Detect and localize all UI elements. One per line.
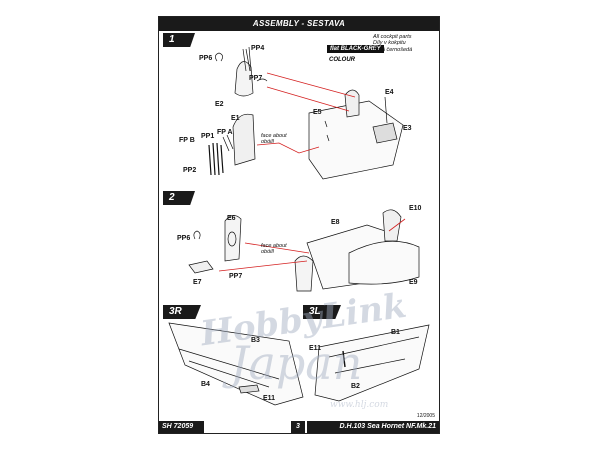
note-face-about-2-cz: obóill xyxy=(261,249,274,256)
step-2-banner: 2 xyxy=(163,191,195,205)
fp-a xyxy=(222,134,234,152)
footer-title: D.H.103 Sea Hornet NF.Mk.21 xyxy=(307,421,439,433)
label-b2: B2 xyxy=(351,383,360,390)
step-3l-label: 3L xyxy=(309,306,321,317)
seat-e2 xyxy=(234,61,254,97)
header-title: ASSEMBLY - SESTAVA xyxy=(159,17,439,31)
instruction-sheet: ASSEMBLY - SESTAVA 1 2 3R 3L xyxy=(158,16,440,434)
label-pp4: PP4 xyxy=(251,45,265,52)
frame-e1 xyxy=(232,113,256,166)
label-pp6-2: PP6 xyxy=(177,235,191,242)
note-face-about-2: face about obóill xyxy=(261,243,287,256)
stick xyxy=(384,96,388,124)
leader-2 xyxy=(266,86,350,112)
seat-e4 xyxy=(344,89,360,118)
label-e4: E4 xyxy=(385,89,394,96)
note-face-about-2-en: face about xyxy=(261,243,287,249)
colour-word: COLOUR xyxy=(329,57,355,63)
note-cockpit-cz2: šedá černošedá xyxy=(373,46,413,53)
e5-pin xyxy=(324,120,330,142)
leader-5 xyxy=(218,260,308,272)
label-pp6-1: PP6 xyxy=(199,55,213,62)
note-face-about-1-cz: obóill xyxy=(261,139,274,146)
leader-1 xyxy=(266,72,356,98)
label-b3: B3 xyxy=(251,337,260,344)
leader-6 xyxy=(388,218,406,232)
label-e11-b: E11 xyxy=(309,345,322,352)
label-e11-a: E11 xyxy=(263,395,276,402)
step-3r-label: 3R xyxy=(169,306,182,317)
label-e2: E2 xyxy=(215,101,224,108)
strap-pp2 xyxy=(208,142,224,176)
e6-hole xyxy=(227,231,237,247)
step-2-label: 2 xyxy=(169,192,175,203)
label-pp7-2: PP7 xyxy=(229,273,243,280)
label-e7: E7 xyxy=(193,279,202,286)
footer-date: 12/2005 xyxy=(416,413,435,420)
label-pp7-1: PP7 xyxy=(249,75,263,82)
step-3l-banner: 3L xyxy=(303,305,341,319)
step-1-banner: 1 xyxy=(163,33,195,47)
label-pp2: PP2 xyxy=(183,167,197,174)
note-face-about-1-en: face about xyxy=(261,133,287,139)
note-cockpit-cz1: Díly v kokpitu xyxy=(373,40,406,47)
label-e5: E5 xyxy=(313,109,322,116)
wing-3l xyxy=(314,324,430,402)
panel-e6b xyxy=(294,255,314,292)
pp6-strap-2 xyxy=(193,230,201,240)
step-3r-banner: 3R xyxy=(163,305,201,319)
panel-e6 xyxy=(224,215,242,262)
label-e3: E3 xyxy=(403,125,412,132)
label-e10: E10 xyxy=(409,205,422,212)
label-e8: E8 xyxy=(331,219,340,226)
cockpit-tub xyxy=(308,100,404,180)
note-cockpit: All cockpit parts Díly v kokpitu šedá če… xyxy=(373,34,412,53)
leader-3 xyxy=(256,142,320,154)
assembly-drawings xyxy=(168,46,430,406)
console-e3 xyxy=(372,122,398,144)
note-cockpit-en: All cockpit parts xyxy=(373,34,412,40)
label-b4: B4 xyxy=(201,381,210,388)
label-e1: E1 xyxy=(231,115,240,122)
wing-3r-lines xyxy=(178,348,280,388)
wing-3r xyxy=(168,322,304,406)
footer-code: SH 72059 xyxy=(159,421,204,433)
pp7-strap xyxy=(256,78,268,82)
label-fpa: FP A xyxy=(217,129,233,136)
note-face-about-1: face about obóill xyxy=(261,133,287,146)
bulkhead-e10 xyxy=(382,209,402,242)
part-e11-a xyxy=(238,384,260,394)
harness-pp4 xyxy=(242,46,252,72)
floor-e9 xyxy=(348,240,420,285)
part-e11-b xyxy=(342,350,346,368)
footer-page: 3 xyxy=(291,421,305,433)
label-e6: E6 xyxy=(227,215,236,222)
label-fpb: FP B xyxy=(179,137,195,144)
pp6-strap xyxy=(215,52,223,62)
seat-e7 xyxy=(188,260,214,274)
label-b1: B1 xyxy=(391,329,400,336)
label-e9: E9 xyxy=(409,279,418,286)
colour-badge: flat BLACK-GREY xyxy=(327,45,384,53)
label-pp1: PP1 xyxy=(201,133,215,140)
leader-4 xyxy=(244,242,310,254)
step-1-label: 1 xyxy=(169,34,175,45)
red-leader-lines xyxy=(218,72,406,272)
